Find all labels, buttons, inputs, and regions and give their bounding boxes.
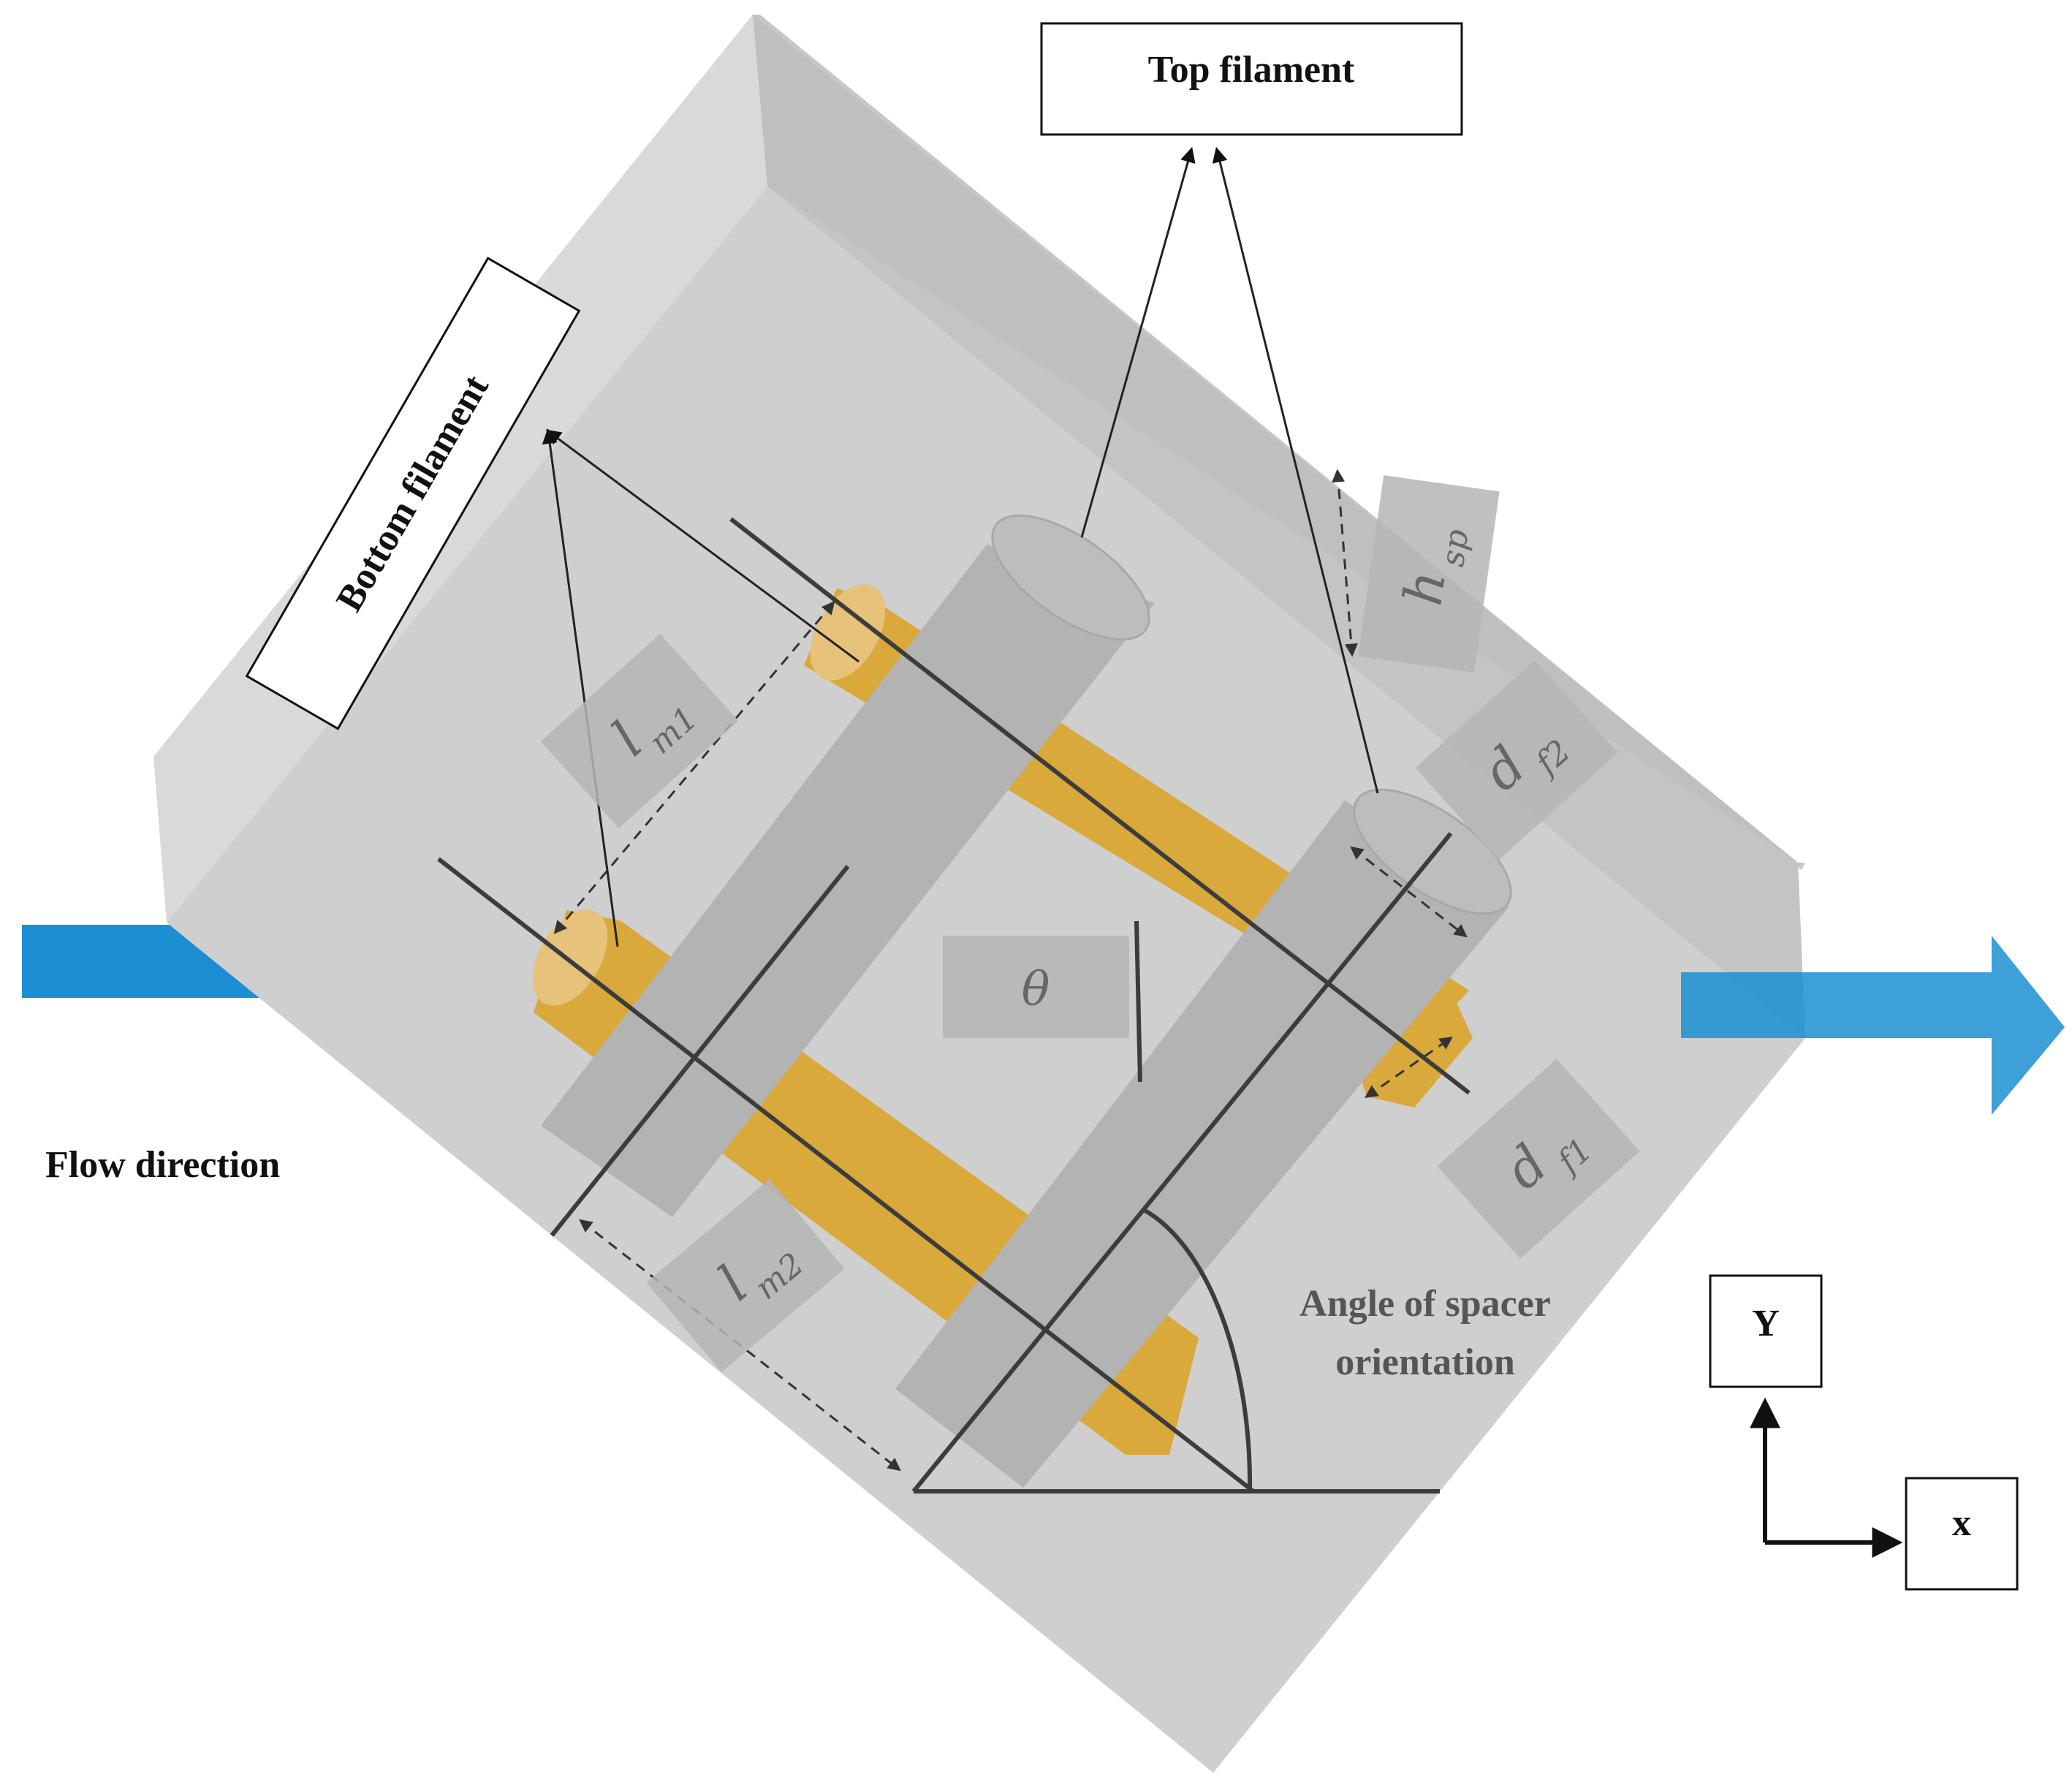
symbol-theta: θ — [943, 936, 1129, 1038]
axes: Y x — [1709, 1274, 2019, 1591]
svg-text:sp: sp — [1434, 527, 1476, 569]
flow-arrow-out — [1681, 936, 2065, 1115]
symbol-df1: d f1 — [1437, 1059, 1640, 1259]
channel-box — [153, 15, 1805, 1773]
symbol-hsp: h sp — [1358, 475, 1500, 673]
top-filament-label: Top filament — [1040, 22, 1463, 136]
symbol-lm2: l m2 — [646, 1179, 845, 1372]
symbol-df2: d f2 — [1415, 660, 1618, 860]
svg-text:orientation: orientation — [1335, 1341, 1515, 1383]
axis-x-label: x — [1952, 1502, 1971, 1544]
svg-text:θ: θ — [1022, 963, 1050, 1017]
symbol-lm1: l m1 — [540, 633, 739, 829]
svg-text:Angle of spacer: Angle of spacer — [1299, 1283, 1551, 1325]
svg-text:h: h — [1392, 567, 1457, 610]
svg-text:Top filament: Top filament — [1148, 49, 1355, 91]
axis-y-label: Y — [1752, 1303, 1780, 1344]
flow-direction-label: Flow direction — [45, 1144, 280, 1186]
callout-lines — [542, 146, 1379, 947]
top-filament-left — [541, 514, 1155, 1217]
angle-label: Angle of spacer orientation — [1299, 1283, 1551, 1383]
